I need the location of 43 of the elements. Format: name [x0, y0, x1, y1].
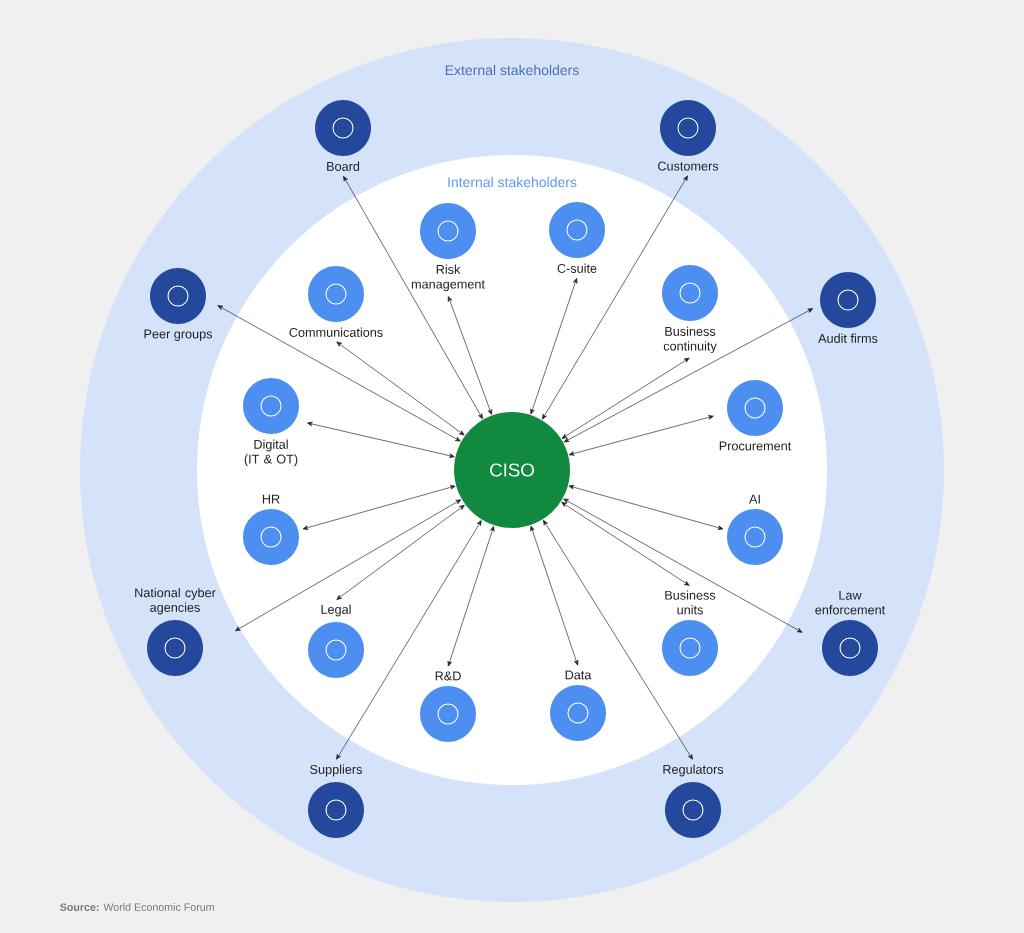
double-arrow: [542, 175, 688, 420]
ring-title: Internal stakeholders: [448, 176, 577, 188]
stakeholder-label: Data: [565, 670, 592, 680]
stakeholder-label: HR: [262, 494, 280, 504]
stakeholder-label: AI: [749, 494, 760, 504]
stakeholder-label: Business units: [665, 590, 716, 615]
stakeholder-label: Digital (IT & OT): [244, 439, 298, 467]
double-arrow: [530, 277, 578, 415]
double-arrow: [217, 305, 461, 442]
stakeholder-label: Suppliers: [310, 764, 362, 777]
stakeholder-label: Business continuity: [663, 326, 717, 354]
double-arrow: [563, 498, 803, 633]
stakeholder-label: C-suite: [557, 263, 597, 273]
stakeholder-label: National cyber agencies: [135, 587, 216, 615]
stakeholder-label: Risk management: [411, 264, 485, 292]
stakeholder-label: Peer groups: [144, 329, 213, 341]
double-arrow: [563, 308, 814, 443]
double-arrow: [343, 175, 483, 420]
double-arrow: [447, 296, 493, 415]
double-arrow: [336, 520, 482, 760]
stakeholder-label: Procurement: [719, 441, 792, 451]
double-arrow: [447, 525, 495, 667]
ring-title: External stakeholders: [445, 64, 579, 76]
source-note: Source: World Economic Forum: [60, 903, 214, 911]
double-arrow: [336, 341, 465, 436]
stakeholder-label: Communications: [289, 327, 383, 337]
stakeholder-label: Law enforcement: [815, 590, 886, 615]
double-arrow: [336, 504, 465, 600]
double-arrow: [568, 415, 714, 456]
stakeholder-label: Regulators: [663, 764, 724, 777]
stakeholder-label: Customers: [658, 161, 719, 171]
double-arrow: [568, 485, 724, 530]
double-arrow: [561, 357, 690, 439]
double-arrow: [530, 525, 579, 666]
stakeholder-label: Board: [327, 161, 360, 171]
stakeholder-label: R&D: [435, 671, 461, 681]
double-arrow: [543, 519, 693, 760]
double-arrow: [302, 485, 456, 530]
stakeholder-label: Audit firms: [818, 333, 878, 343]
stakeholder-label: Legal: [321, 604, 351, 617]
double-arrow: [234, 499, 462, 632]
double-arrow: [307, 421, 455, 458]
double-arrow: [561, 501, 690, 586]
